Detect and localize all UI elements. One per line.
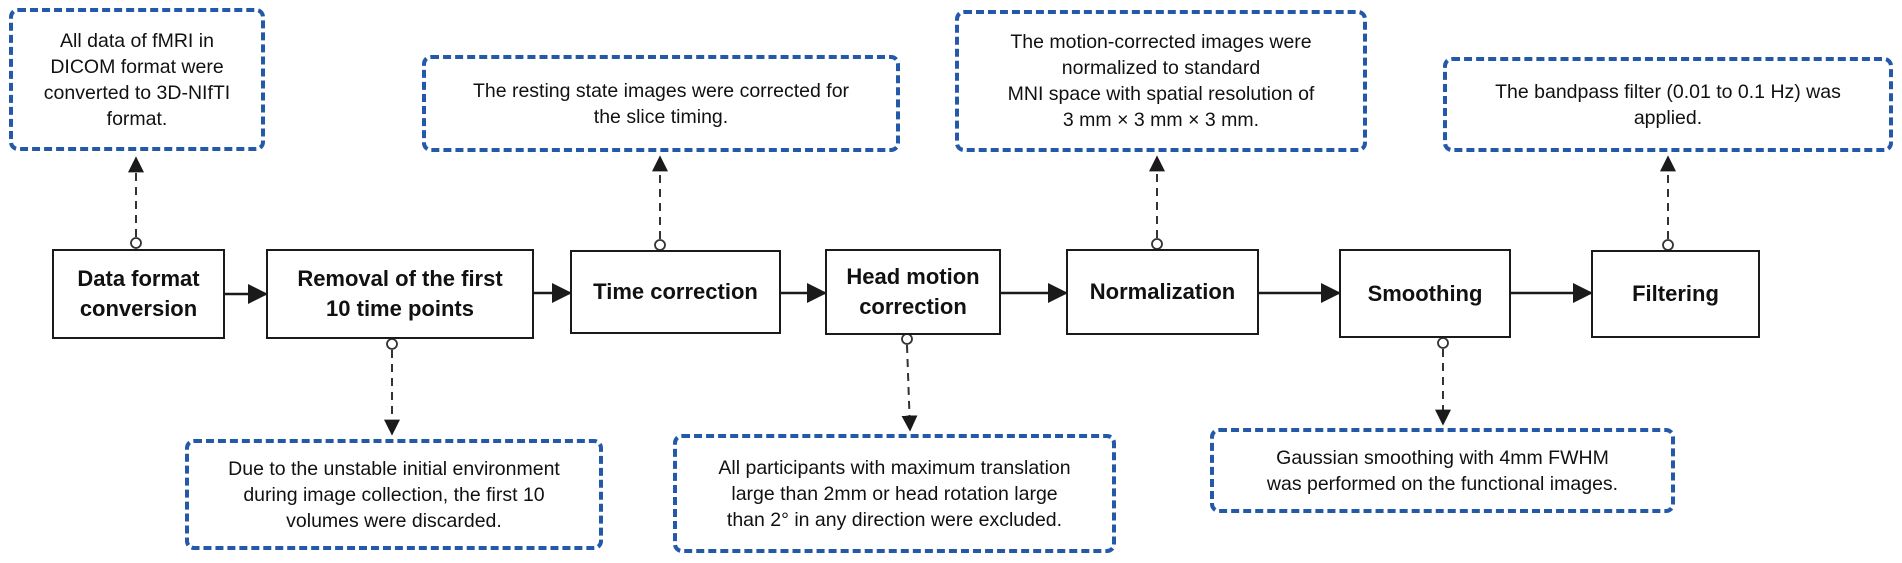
link-filtering-note <box>1660 155 1676 251</box>
step-time-correction: Time correction <box>570 250 781 334</box>
step-filtering: Filtering <box>1591 250 1760 338</box>
step-removal-first-time-points: Removal of the first 10 time points <box>266 249 534 339</box>
step-smoothing: Smoothing <box>1339 249 1511 338</box>
note-head-motion: All participants with maximum translatio… <box>673 434 1116 553</box>
link-motion-note <box>901 333 918 432</box>
link-format-note <box>128 156 144 249</box>
link-smoothing-note <box>1435 337 1451 426</box>
step-data-format-conversion: Data format conversion <box>52 249 225 339</box>
link-removal-note <box>384 338 400 436</box>
note-normalization: The motion-corrected images were normali… <box>955 10 1367 152</box>
note-format-conversion: All data of fMRI in DICOM format were co… <box>9 8 265 151</box>
note-removal: Due to the unstable initial environment … <box>185 439 603 550</box>
link-timing-note <box>652 155 668 251</box>
note-slice-timing: The resting state images were corrected … <box>422 55 900 152</box>
note-filtering: The bandpass filter (0.01 to 0.1 Hz) was… <box>1443 57 1893 152</box>
step-normalization: Normalization <box>1066 249 1259 335</box>
step-head-motion-correction: Head motion correction <box>825 249 1001 335</box>
link-normalization-note <box>1149 155 1165 250</box>
note-smoothing: Gaussian smoothing with 4mm FWHM was per… <box>1210 428 1675 513</box>
